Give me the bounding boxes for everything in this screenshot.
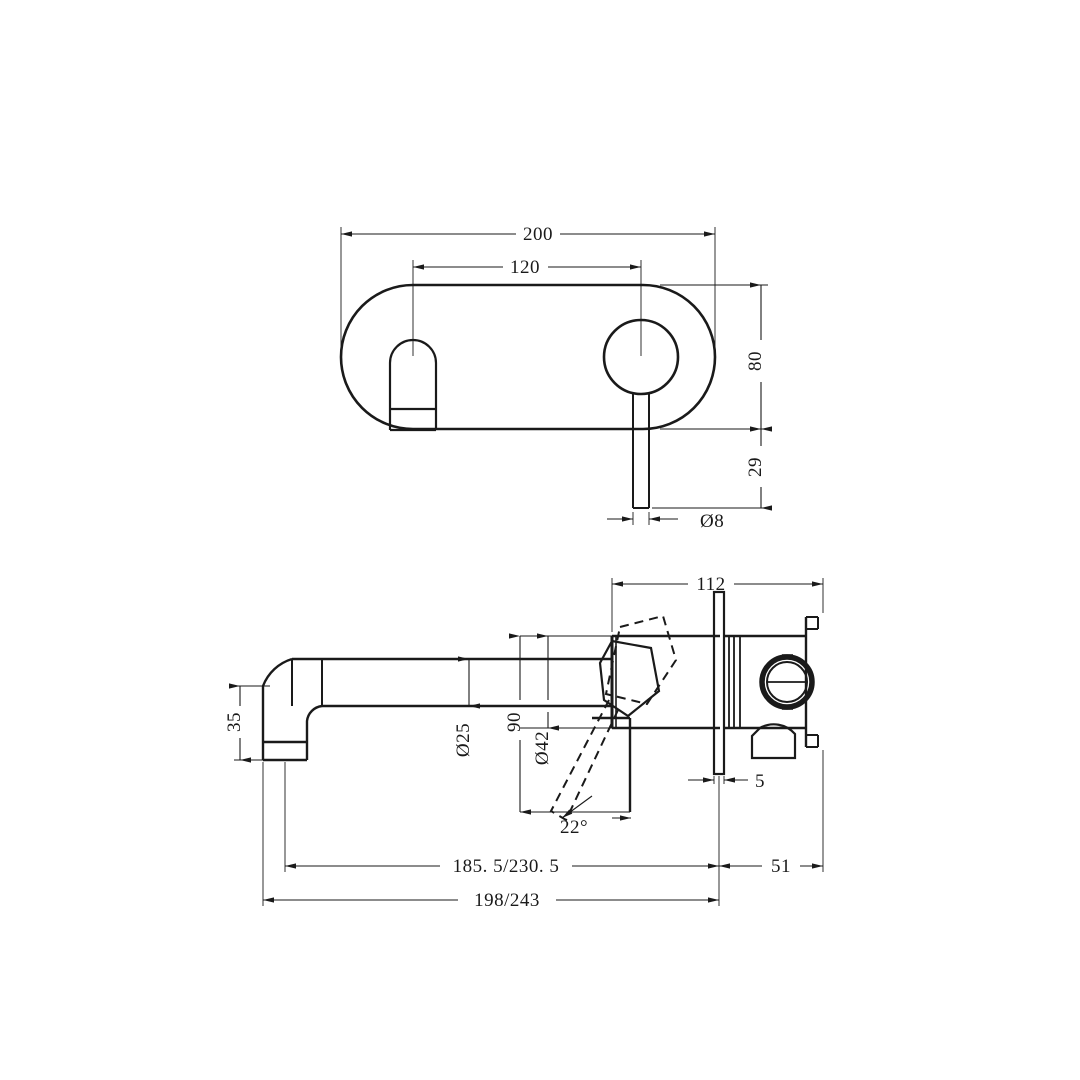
- dim-lever-rod-diameter-label: Ø8: [700, 511, 724, 532]
- dim-overall-projection-range-label: 198/243: [474, 890, 540, 911]
- top-view-extension-lines: [340, 227, 768, 525]
- lever-handle-dashed: [549, 614, 678, 822]
- dim-spout-tube-diameter-label: Ø25: [453, 723, 474, 757]
- dim-body-projection-label: 112: [696, 574, 725, 595]
- dim-spout-reach-range-label: 185. 5/230. 5: [453, 856, 560, 877]
- spout-body: [261, 657, 612, 762]
- dim-handle-centre-offset-label: 120: [510, 257, 540, 278]
- lever-stem-solid: [592, 716, 632, 812]
- side-view-dimension-lines: [229, 581, 823, 903]
- lever-handle-solid: [598, 639, 661, 718]
- dim-lever-angle-label: 22°: [560, 817, 588, 838]
- wall-flange-plate: [712, 590, 726, 776]
- dim-spout-centre-height-label: 90: [504, 712, 525, 732]
- dim-plate-width-label: 200: [523, 224, 553, 245]
- backplate-outline: [339, 283, 717, 431]
- dim-body-diameter-label: Ø42: [532, 731, 553, 765]
- dim-spout-outlet-height-label: 35: [224, 712, 245, 732]
- dim-body-depth-behind-wall-label: 51: [771, 856, 791, 877]
- behind-wall-body: [724, 616, 819, 760]
- side-view-group: 112 35 Ø25 90 Ø42 22° 5 51 185. 5/230. 5…: [224, 574, 824, 911]
- top-view-group: 200 120 80 29 Ø8: [339, 224, 772, 532]
- lever-rod: [632, 392, 650, 509]
- mixer-body-tube: [610, 634, 720, 730]
- dim-lever-drop-label: 29: [745, 457, 766, 477]
- dim-plate-height-label: 80: [745, 351, 766, 371]
- dim-flange-thickness-label: 5: [755, 771, 765, 792]
- top-view-dimension-lines: [341, 231, 772, 522]
